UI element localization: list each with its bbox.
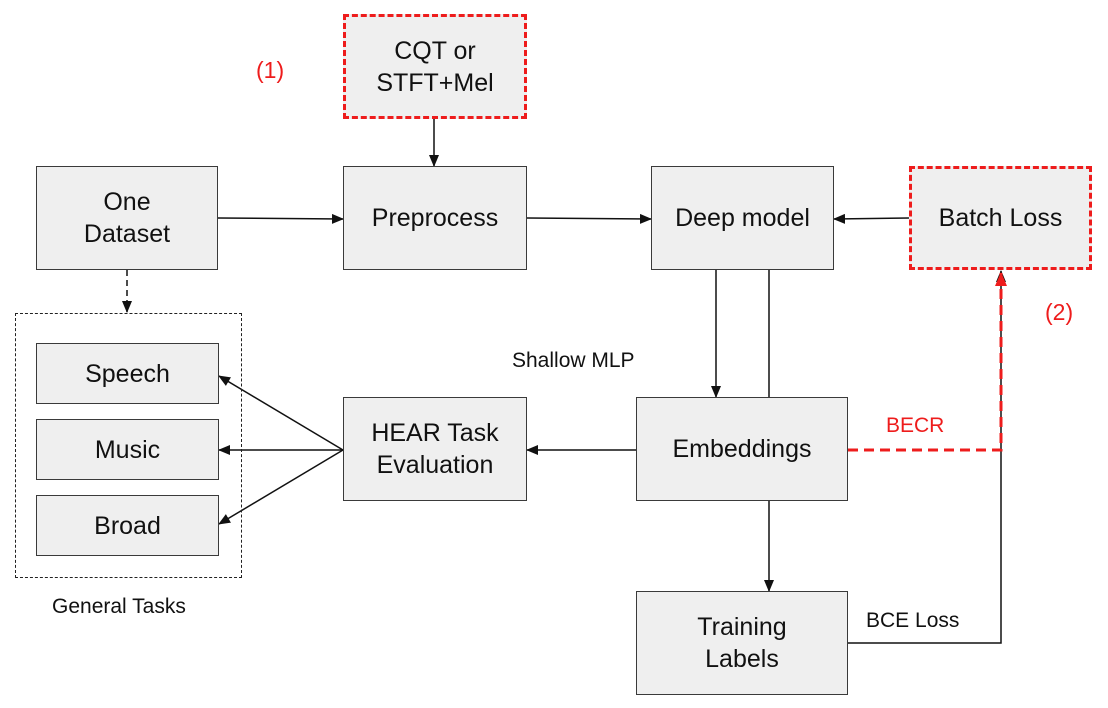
one-dataset-box: One Dataset — [36, 166, 218, 270]
music-box: Music — [36, 419, 219, 480]
deep-model-box: Deep model — [651, 166, 834, 270]
arrow-dataset-to-preprocess — [217, 213, 344, 224]
training-labels-box: Training Labels — [636, 591, 848, 695]
embeddings-box: Embeddings — [636, 397, 848, 501]
arrow-preprocess-to-deep-model — [526, 213, 652, 224]
marker-2-label: (2) — [1045, 299, 1074, 325]
hear-task-evaluation-box: HEAR Task Evaluation — [343, 397, 527, 501]
cqt-stft-mel-box: CQT or STFT+Mel — [343, 14, 527, 119]
marker-1-label: (1) — [256, 57, 285, 83]
arrow-batch-loss-to-deep-model — [833, 213, 910, 224]
general-tasks-group — [15, 313, 242, 578]
bce-loss-label: BCE Loss — [866, 609, 960, 632]
speech-box: Speech — [36, 343, 219, 404]
arrow-hear-to-broad — [218, 449, 344, 525]
preprocess-box: Preprocess — [343, 166, 527, 270]
arrow-embeddings-to-batch-loss-becr — [848, 272, 1007, 452]
arrow-training-labels-to-batch-loss — [848, 270, 1006, 644]
arrow-hear-to-speech — [218, 375, 344, 451]
becr-label: BECR — [886, 414, 945, 437]
general-tasks-label: General Tasks — [52, 595, 186, 618]
shallow-mlp-label: Shallow MLP — [512, 349, 635, 372]
batch-loss-box: Batch Loss — [909, 166, 1092, 270]
broad-box: Broad — [36, 495, 219, 556]
